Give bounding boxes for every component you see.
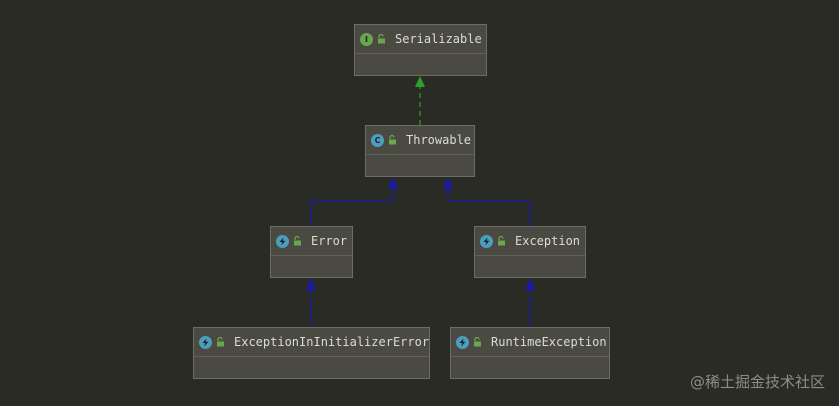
edge-throwable-implements-serializable (415, 76, 425, 125)
exception-class-icon (480, 234, 493, 248)
node-header: Exception (475, 227, 585, 256)
node-header: RuntimeException (451, 328, 609, 357)
edge-eiie-extends-error (306, 278, 316, 327)
node-label: Error (311, 234, 348, 248)
class-icon: C (371, 133, 384, 147)
exception-class-icon (456, 335, 469, 349)
node-label: Throwable (406, 133, 472, 147)
watermark-text: @稀土掘金技术社区 (689, 373, 825, 391)
unlocked-icon (294, 236, 301, 246)
unlocked-icon (474, 337, 481, 347)
exception-class-icon (276, 234, 289, 248)
node-throwable[interactable]: C Throwable (365, 125, 475, 177)
unlocked-icon (498, 236, 505, 246)
exception-class-icon (199, 335, 212, 349)
node-label: Serializable (395, 32, 482, 46)
node-exception[interactable]: Exception (474, 226, 586, 278)
unlocked-icon (378, 34, 385, 44)
node-error[interactable]: Error (270, 226, 353, 278)
edge-runtime-extends-exception (525, 278, 535, 327)
node-label: Exception (515, 234, 581, 248)
unlocked-icon (217, 337, 224, 347)
node-exception-in-initializer-error[interactable]: ExceptionInInitializerError (193, 327, 430, 379)
node-header: I Serializable (355, 25, 486, 54)
node-runtime-exception[interactable]: RuntimeException (450, 327, 610, 379)
edge-error-extends-throwable (310, 177, 398, 226)
interface-icon: I (360, 32, 373, 46)
node-serializable[interactable]: I Serializable (354, 24, 487, 76)
unlocked-icon (389, 135, 396, 145)
node-header: ExceptionInInitializerError (194, 328, 429, 357)
edge-exception-extends-throwable (443, 177, 531, 226)
node-label: RuntimeException (491, 335, 607, 349)
node-header: Error (271, 227, 352, 256)
node-label: ExceptionInInitializerError (234, 335, 430, 349)
node-header: C Throwable (366, 126, 474, 155)
